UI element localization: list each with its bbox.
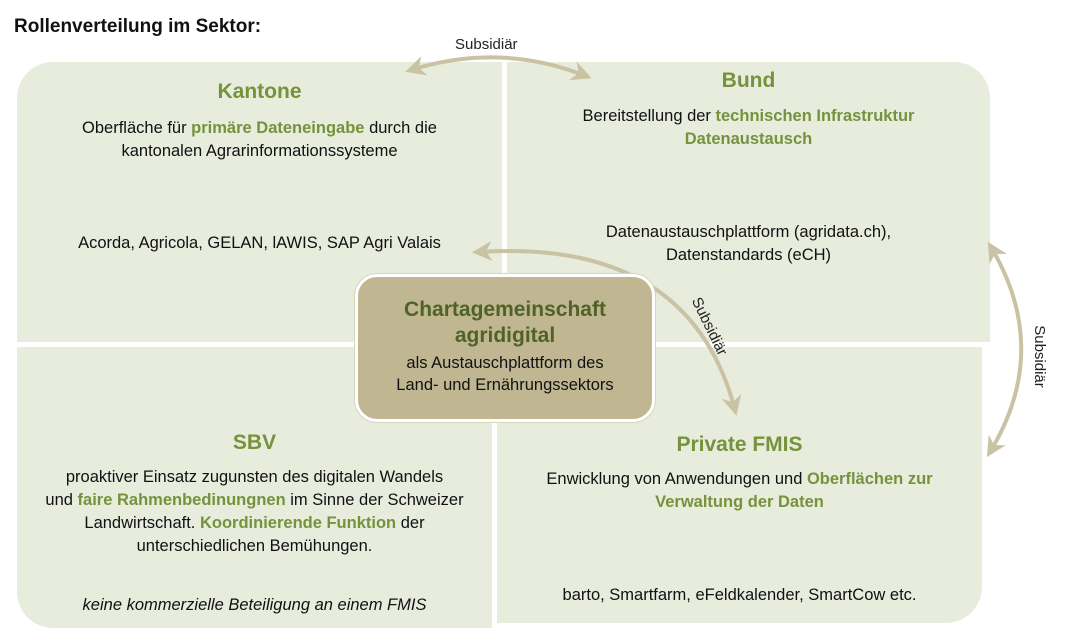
bund-description: Bereitstellung der technischen Infrastru… [507, 105, 990, 151]
kantone-description: Oberfläche für primäre Dateneingabe durc… [17, 117, 502, 163]
sbv-line2-post: im Sinne der Schweizer [285, 491, 464, 509]
bund-heading: Bund [721, 69, 776, 92]
kantone-systems: Acorda, Agricola, GELAN, lAWIS, SAP Agri… [78, 234, 441, 252]
fmis-line1: Enwicklung von Anwendungen und Oberfläch… [497, 468, 982, 491]
sbv-line3: Landwirtschaft. Koordinierende Funktion … [17, 512, 492, 535]
fmis-line1-pre: Enwicklung von Anwendungen und [546, 470, 807, 488]
bund-highlight-1: technischen Infrastruktur [715, 107, 915, 125]
fmis-highlight-2: Verwaltung der Daten [655, 493, 824, 511]
sbv-line3-pre: Landwirtschaft. [84, 514, 200, 532]
kantone-line1: Oberfläche für primäre Dateneingabe durc… [17, 117, 502, 140]
kantone-highlight: primäre Dateneingabe [191, 119, 365, 137]
kantone-line1-post: durch die [364, 119, 437, 137]
sbv-highlight-1: faire Rahmenbedinungnen [77, 491, 286, 509]
fmis-heading: Private FMIS [676, 433, 803, 456]
sbv-highlight-2: Koordinierende Funktion [199, 514, 397, 532]
center-title: Chartagemeinschaft agridigital [358, 297, 652, 349]
center-subtitle: als Austauschplattform des Land- und Ern… [358, 352, 652, 396]
top-subsidiary-label: Subsidiär [455, 36, 518, 53]
bund-line1: Bereitstellung der technischen Infrastru… [507, 105, 990, 128]
center-title-line1: Chartagemeinschaft [404, 298, 606, 321]
bund-platform-line1: Datenaustauschplattform (agridata.ch), [605, 223, 892, 241]
sbv-line2: und faire Rahmenbedinungnen im Sinne der… [17, 489, 492, 512]
sbv-line2-pre: und [45, 491, 78, 509]
fmis-description: Enwicklung von Anwendungen und Oberfläch… [497, 468, 982, 514]
center-box: Chartagemeinschaft agridigital als Austa… [355, 274, 655, 422]
sbv-line1: proaktiver Einsatz zugunsten des digital… [65, 468, 444, 486]
sbv-line4: unterschiedlichen Bemühungen. [136, 537, 373, 555]
right-subsidiary-label: Subsidiär [1030, 325, 1048, 388]
right-subsidiary-arrow [986, 241, 1024, 458]
top-subsidiary-arrow [405, 55, 592, 81]
diagram-title: Rollenverteilung im Sektor: [14, 16, 262, 37]
sbv-line3-post: der [396, 514, 425, 532]
sbv-note: keine kommerzielle Beteiligung an einem … [82, 596, 427, 614]
center-sub-line2: Land- und Ernährungssektors [396, 376, 614, 394]
kantone-line2: kantonalen Agrarinformationssysteme [121, 142, 398, 160]
fmis-highlight-1: Oberflächen zur [806, 470, 933, 488]
fmis-examples: barto, Smartfarm, eFeldkalender, SmartCo… [562, 586, 917, 604]
center-title-line2: agridigital [454, 324, 556, 347]
sbv-description: proaktiver Einsatz zugunsten des digital… [17, 466, 492, 558]
bund-highlight-2: Datenaustausch [684, 130, 813, 148]
bund-line1-pre: Bereitstellung der [582, 107, 716, 125]
sbv-heading: SBV [232, 431, 277, 454]
center-sub-line1: als Austauschplattform des [406, 354, 604, 372]
kantone-line1-pre: Oberfläche für [82, 119, 192, 137]
kantone-heading: Kantone [217, 80, 302, 103]
